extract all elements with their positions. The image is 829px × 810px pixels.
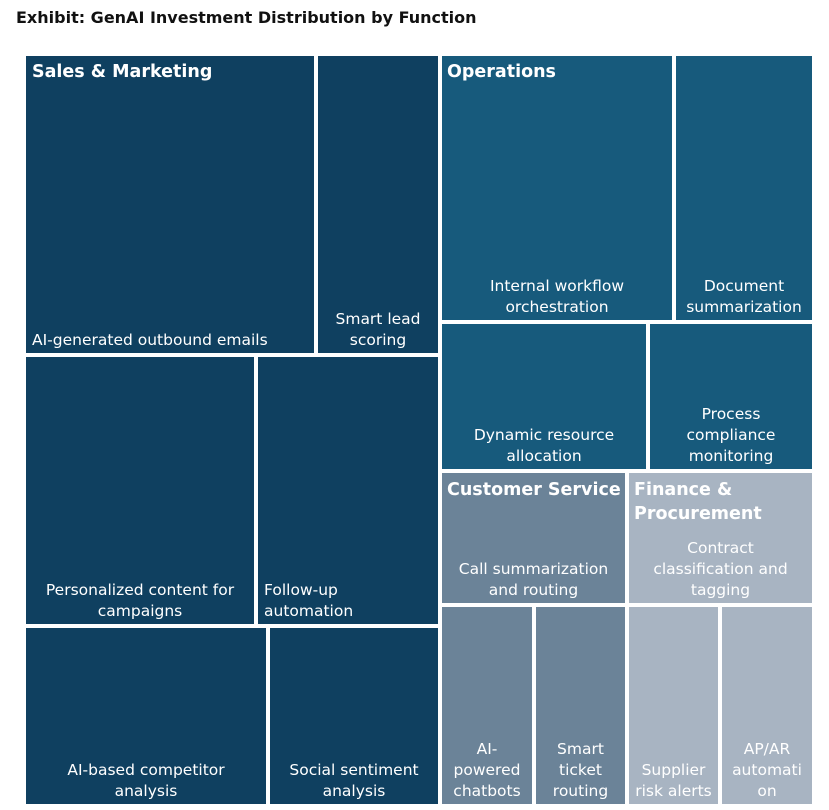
treemap-tile-label: Supplier risk alerts	[635, 761, 712, 800]
treemap-tile-label: Follow-up automation	[264, 581, 354, 620]
treemap-tile-label: Dynamic resource allocation	[473, 426, 615, 465]
treemap-tile-process-compliance-monitoring: Process compliance monitoring	[648, 322, 814, 471]
treemap-tile-label: AI-based competitor analysis	[67, 761, 225, 800]
treemap-tile-label: AI- powered chatbots	[453, 740, 521, 800]
treemap-tile-ai-generated-outbound-emails: AI-generated outbound emails	[24, 54, 316, 355]
treemap-tile-dynamic-resource-allocation: Dynamic resource allocation	[440, 322, 648, 471]
treemap-tile-supplier-risk-alerts: Supplier risk alerts	[627, 605, 720, 806]
treemap-tile-social-sentiment-analysis: Social sentiment analysis	[268, 626, 440, 806]
treemap-tile-label: Contract classification and tagging	[653, 539, 788, 599]
group-label-sales-and-marketing: Sales & Marketing	[32, 62, 213, 82]
treemap-tile-document-summarization: Document summarization	[674, 54, 814, 322]
treemap-tile-label: Social sentiment analysis	[289, 761, 419, 800]
treemap-tile-label: Smart lead scoring	[335, 310, 421, 349]
treemap-tile-smart-ticket-routing: Smart ticket routing	[534, 605, 627, 806]
group-label-operations: Operations	[447, 62, 556, 82]
treemap-tile-contract-classification-and-tagging: Contract classification and tagging	[627, 471, 814, 605]
treemap-tile-label: Call summarization and routing	[458, 560, 609, 599]
treemap-tile-ai-based-competitor-analysis: AI-based competitor analysis	[24, 626, 268, 806]
treemap-tile-label: AI-generated outbound emails	[32, 331, 268, 349]
treemap-tile-ai-powered-chatbots: AI- powered chatbots	[440, 605, 534, 806]
treemap-tile-smart-lead-scoring: Smart lead scoring	[316, 54, 440, 355]
treemap-tile-call-summarization-and-routing: Call summarization and routing	[440, 471, 627, 605]
treemap-tile-label: Internal workflow orchestration	[489, 277, 625, 316]
chart-title: Exhibit: GenAI Investment Distribution b…	[16, 8, 477, 27]
treemap-tile-label: Document summarization	[686, 277, 802, 316]
treemap-tile-label: Smart ticket routing	[552, 740, 609, 800]
treemap-tile-label: Process compliance monitoring	[686, 405, 776, 465]
treemap-tile-follow-up-automation: Follow-up automation	[256, 355, 440, 626]
group-label-customer-service: Customer Service	[447, 480, 621, 500]
treemap-tile-label: AP/AR automati on	[732, 740, 802, 800]
group-label-finance-and-procurement: Finance & Procurement	[634, 480, 762, 524]
treemap-tile-internal-workflow-orchestration: Internal workflow orchestration	[440, 54, 674, 322]
treemap-tile-label: Personalized content for campaigns	[45, 581, 235, 620]
treemap-tile-ap-ar-automati-on: AP/AR automati on	[720, 605, 814, 806]
treemap-tile-personalized-content-for-campaigns: Personalized content for campaigns	[24, 355, 256, 626]
